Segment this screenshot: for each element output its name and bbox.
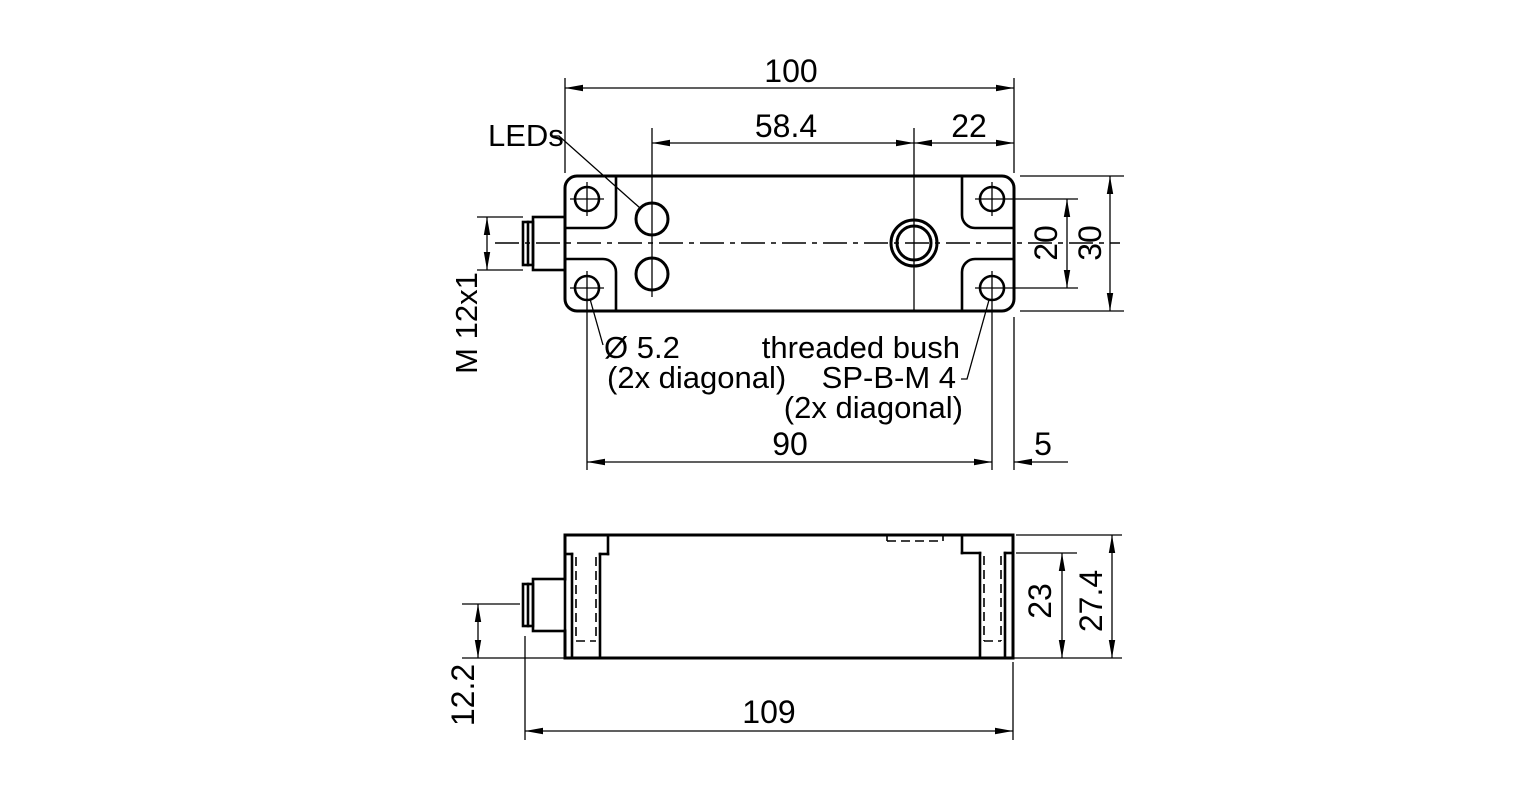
corner-pocket-top-left xyxy=(563,174,618,230)
dim-body-width-label: 30 xyxy=(1072,225,1108,261)
mounting-hole-bottom-right xyxy=(975,271,1009,305)
dimensions-side-view: 12.2 109 23 27.4 xyxy=(445,534,1122,740)
dim-bush-to-edge-label: 22 xyxy=(951,108,987,144)
hidden-recess xyxy=(886,535,944,542)
threaded-bush-label-line1: threaded bush xyxy=(762,330,960,365)
connector-body xyxy=(531,577,567,633)
mounting-hole-top-right xyxy=(975,182,1009,216)
dim-hole-horizontal-spacing-label: 90 xyxy=(772,426,808,462)
dim-hole-vertical-spacing-label: 20 xyxy=(1028,225,1064,261)
dim-height-total-label: 27.4 xyxy=(1073,570,1109,632)
threaded-bush-label-line3: (2x diagonal) xyxy=(784,390,963,425)
side-view: 12.2 109 23 27.4 xyxy=(445,533,1122,740)
leds-leader-line xyxy=(551,135,641,209)
housing-side-view xyxy=(521,533,1015,660)
hole-diameter-label: Ø 5.2 xyxy=(604,330,680,365)
hole-note-label: (2x diagonal) xyxy=(607,360,786,395)
mounting-hole-bottom-left xyxy=(570,271,604,305)
corner-pocket-top-right xyxy=(960,174,1016,230)
housing-top-view xyxy=(495,174,1120,313)
dim-length-with-connector-label: 109 xyxy=(742,694,795,730)
m12-connector-side-view xyxy=(521,577,567,633)
hole-diameter-leader-line xyxy=(589,298,604,346)
callouts-top-view: LEDs Ø 5.2 (2x diagonal) threaded bush S… xyxy=(488,118,990,425)
dim-hole-edge-offset-label: 5 xyxy=(1034,426,1052,462)
dimensions-top-view: 100 58.4 22 20 30 90 5 M 12x1 xyxy=(449,53,1124,470)
dim-led-to-bush-label: 58.4 xyxy=(755,108,817,144)
m12-connector-top-view xyxy=(521,215,567,272)
left-mounting-bush xyxy=(563,533,610,660)
mounting-hole-top-left xyxy=(570,182,604,216)
dim-bush-depth-label: 23 xyxy=(1022,583,1058,619)
connector-thread-label: M 12x1 xyxy=(449,272,484,374)
corner-pocket-bottom-left xyxy=(563,257,618,313)
threaded-bush-label-line2: SP-B-M 4 xyxy=(822,360,956,395)
top-view: 100 58.4 22 20 30 90 5 M 12x1 LEDs Ø 5.2… xyxy=(449,53,1124,470)
right-mounting-bush xyxy=(960,533,1015,660)
dim-connector-axis-height-label: 12.2 xyxy=(445,664,481,726)
corner-pocket-bottom-right xyxy=(960,257,1016,313)
threaded-bush-leader-line xyxy=(961,299,990,380)
dim-total-length-label: 100 xyxy=(764,53,817,89)
